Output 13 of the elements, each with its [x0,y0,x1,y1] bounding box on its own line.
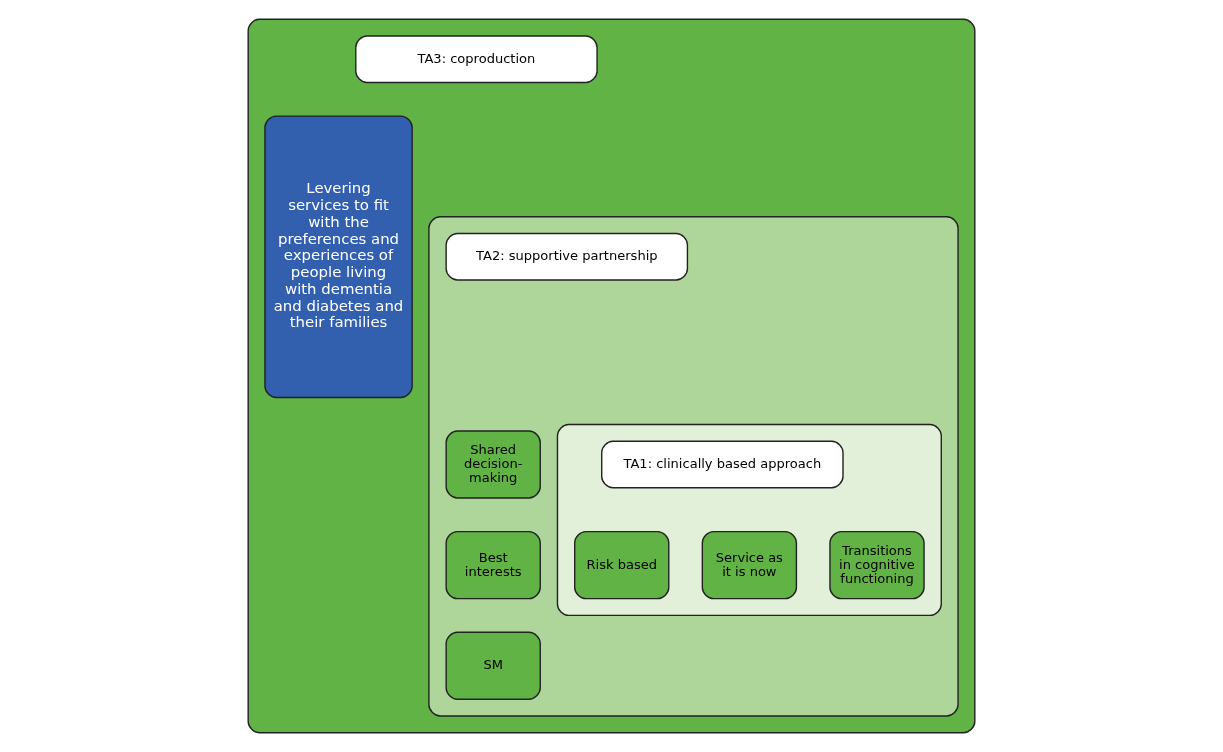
node-box: Service as it is now [701,530,798,600]
cluster [428,216,959,717]
node-box: Risk based [574,530,670,600]
node-box: TA3: coproduction [355,35,598,84]
node-box: TA1: clinically based approach [601,440,844,489]
node-box: Levering services to fit with the preferences and experiences of people living with dementia and diabetes and their families [264,115,413,399]
cluster [556,423,942,617]
node-box: TA2: supportive partnership [445,232,689,281]
node-box: Best interests [445,530,541,600]
node-box: SM [445,631,541,700]
node-box: Shared decision-making [445,430,541,499]
node-box: Transitions in cognitive functioning [829,530,925,600]
cluster [247,18,976,734]
